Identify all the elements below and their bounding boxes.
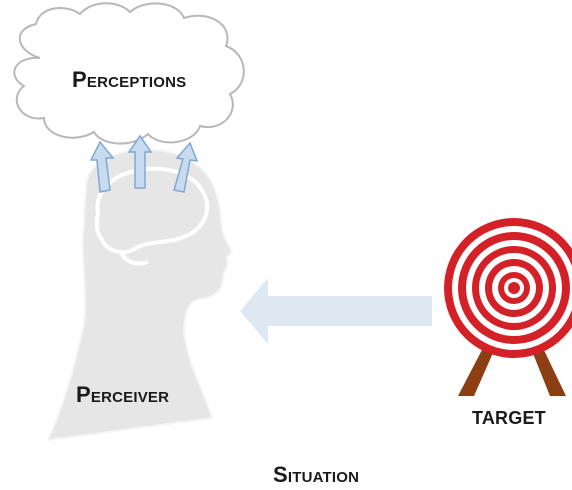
thought-cloud-icon: [13, 2, 245, 145]
left-arrow-icon: [240, 278, 432, 344]
up-arrow-icon: [173, 141, 199, 193]
perceiver-label: Perceiver: [76, 382, 170, 407]
up-arrow-icon: [127, 134, 153, 189]
target-label: TARGET: [472, 408, 546, 428]
perceptions-label: Perceptions: [72, 67, 187, 92]
upward-arrows: [89, 134, 199, 193]
bullseye-target-icon: [444, 218, 572, 358]
situation-label: Situation: [273, 462, 360, 487]
up-arrow-icon: [89, 140, 115, 193]
target-stand-icon: [458, 346, 566, 396]
